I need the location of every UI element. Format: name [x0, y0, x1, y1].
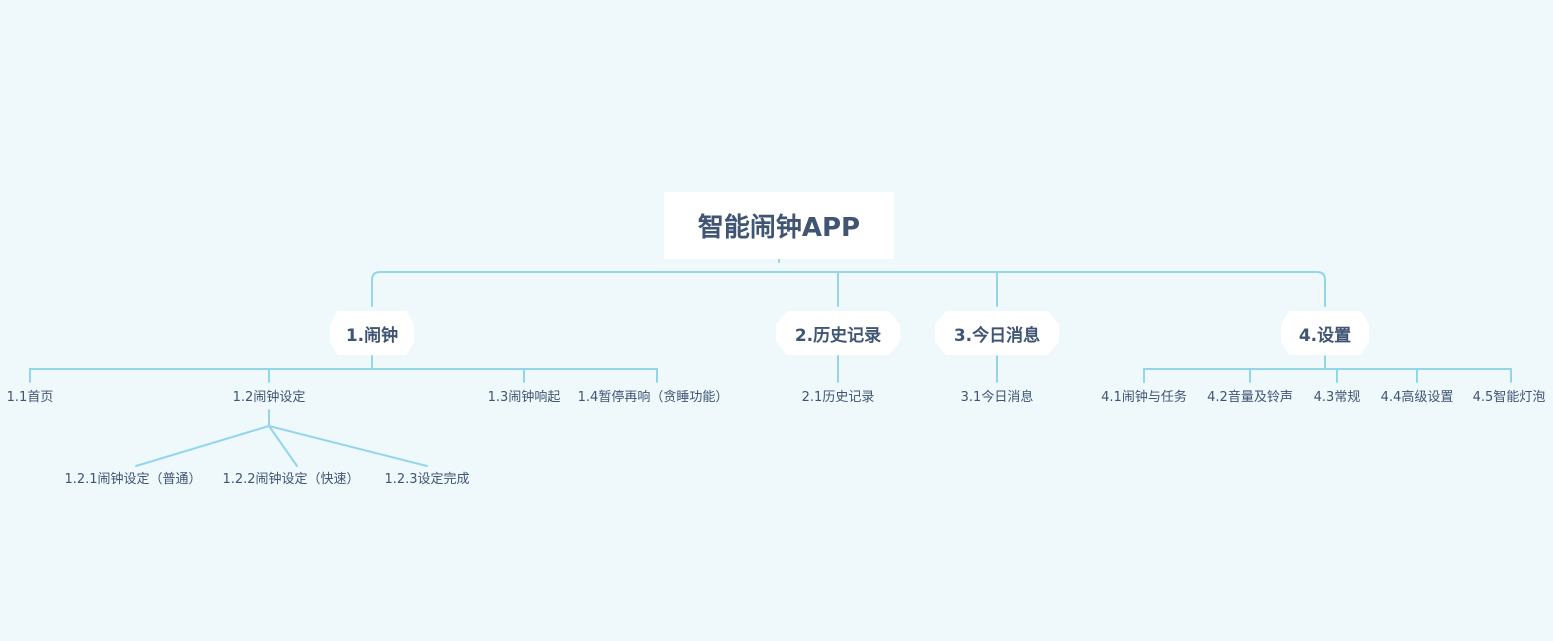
- leaf-node-alarm-ring[interactable]: 1.3闹钟响起: [487, 390, 561, 405]
- branch-node-today-messages[interactable]: 3.今日消息: [935, 311, 1059, 355]
- leaf-node-today-message[interactable]: 3.1今日消息: [960, 390, 1034, 405]
- leaf-node-snooze[interactable]: 1.4暂停再响（贪睡功能）: [577, 390, 729, 405]
- leaf-node-advanced-settings[interactable]: 4.4高级设置: [1380, 390, 1454, 405]
- leaf-node-home[interactable]: 1.1首页: [6, 390, 54, 405]
- branch-node-alarm[interactable]: 1.闹钟: [330, 311, 414, 355]
- leaf-node-general[interactable]: 4.3常规: [1313, 390, 1361, 405]
- leaf-node-alarm-setup[interactable]: 1.2闹钟设定: [232, 390, 306, 405]
- root-trunk: [371, 271, 1326, 307]
- sub-connector-1-2-1: [135, 425, 270, 467]
- branch1-bar: [29, 368, 658, 383]
- leaf-node-alarm-tasks[interactable]: 4.1闹钟与任务: [1101, 390, 1187, 405]
- leaf-node-setup-normal[interactable]: 1.2.1闹钟设定（普通）: [64, 472, 202, 487]
- branch4-bar: [1143, 368, 1512, 383]
- leaf-node-setup-quick[interactable]: 1.2.2闹钟设定（快速）: [222, 472, 360, 487]
- branch-node-settings[interactable]: 4.设置: [1281, 311, 1369, 355]
- branch-node-history[interactable]: 2.历史记录: [776, 311, 900, 355]
- leaf-node-volume-ringtone[interactable]: 4.2音量及铃声: [1207, 390, 1293, 405]
- sub-connector-1-2-3: [268, 425, 428, 467]
- root-node[interactable]: 智能闹钟APP: [664, 192, 894, 259]
- sub-connector-1-2-2: [268, 425, 298, 467]
- leaf-node-history-record[interactable]: 2.1历史记录: [801, 390, 875, 405]
- leaf-node-smart-bulb[interactable]: 4.5智能灯泡: [1472, 390, 1546, 405]
- leaf-node-setup-complete[interactable]: 1.2.3设定完成: [384, 472, 470, 487]
